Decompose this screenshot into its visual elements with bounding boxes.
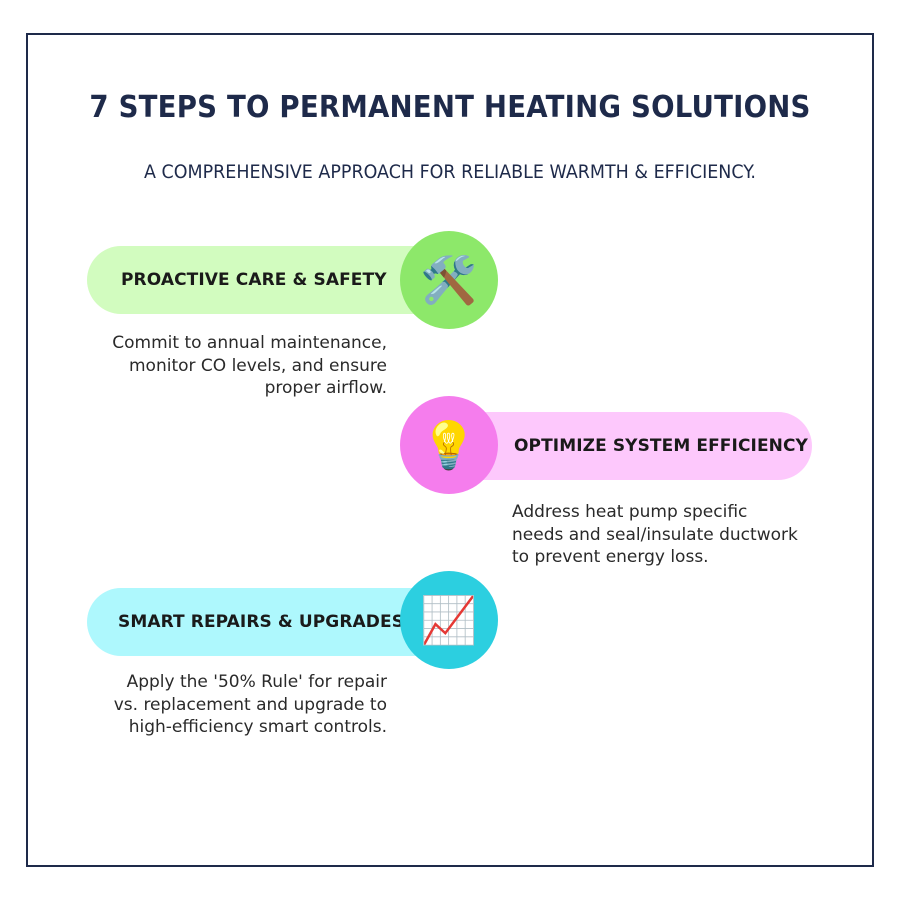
step-2-description: Address heat pump specific needs and sea… — [512, 502, 798, 567]
hammer-and-wrench-icon: 🛠️ — [400, 231, 498, 329]
step-2-heading: OPTIMIZE SYSTEM EFFICIENCY — [514, 436, 808, 456]
infographic-frame — [26, 33, 874, 867]
step-3-description: Apply the '50% Rule' for repair vs. repl… — [113, 672, 387, 737]
chart-increasing-icon: 📈 — [400, 571, 498, 669]
page-title: 7 STEPS TO PERMANENT HEATING SOLUTIONS — [89, 90, 811, 125]
step-1-heading: PROACTIVE CARE & SAFETY — [121, 270, 387, 290]
step-3-banner: SMART REPAIRS & UPGRADES — [87, 588, 447, 656]
step-3-heading: SMART REPAIRS & UPGRADES — [118, 612, 405, 632]
step-1-banner: PROACTIVE CARE & SAFETY — [87, 246, 447, 314]
step-2-banner: OPTIMIZE SYSTEM EFFICIENCY — [450, 412, 812, 480]
light-bulb-icon: 💡 — [400, 396, 498, 494]
page-subtitle: A COMPREHENSIVE APPROACH FOR RELIABLE WA… — [144, 161, 756, 183]
step-1-description: Commit to annual maintenance, monitor CO… — [112, 333, 387, 398]
